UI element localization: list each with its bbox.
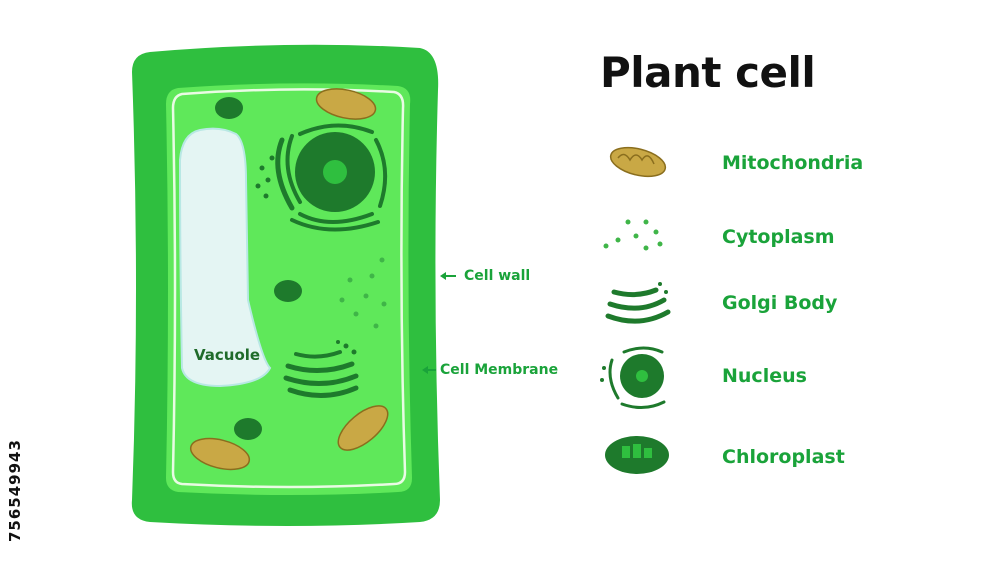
legend-cytoplasm: Cytoplasm xyxy=(722,226,835,248)
vacuole xyxy=(178,127,272,388)
mitochondria xyxy=(189,88,389,471)
cell-membrane xyxy=(171,88,407,489)
stock-id-text: 756549943 xyxy=(6,439,24,542)
cytoplasm-icon xyxy=(603,219,663,251)
cell-wall-label: Cell wall xyxy=(464,268,531,284)
legend-chloroplast: Chloroplast xyxy=(722,446,845,468)
legend-nucleus: Nucleus xyxy=(722,365,807,387)
golgi-body xyxy=(283,340,359,399)
legend-golgi-body: Golgi Body xyxy=(722,292,838,314)
callout-arrows xyxy=(422,272,456,374)
cytoplasm-dots xyxy=(339,257,387,329)
cell-membrane-label: Cell Membrane xyxy=(440,362,559,378)
vacuole-label: Vacuole xyxy=(194,346,261,364)
mitochondria-icon xyxy=(609,146,667,178)
nucleus-icon xyxy=(600,346,666,409)
stock-id-watermark: 756549943 xyxy=(6,322,28,542)
nucleus xyxy=(255,123,388,232)
golgi-body-icon xyxy=(605,282,671,324)
legend-mitochondria: Mitochondria xyxy=(722,152,864,174)
chloroplast-icon xyxy=(605,436,669,474)
page-title: Plant cell xyxy=(600,48,816,97)
chloroplast xyxy=(215,97,302,440)
